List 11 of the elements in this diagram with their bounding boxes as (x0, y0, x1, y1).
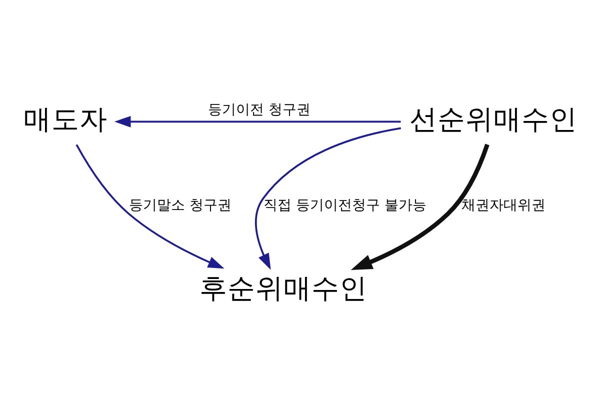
edge-label: 채권자대위권 (462, 197, 546, 214)
node-text: 후순위매수인 (199, 270, 368, 304)
arrow (350, 143, 490, 270)
edge-label: 등기이전 청구권 (208, 101, 310, 118)
node-text: 선순위매수인 (409, 102, 578, 136)
arrow (114, 115, 401, 127)
edge-label: 등기말소 청구권 (128, 197, 232, 214)
node-text: 매도자 (24, 102, 108, 136)
arrow (76, 144, 224, 268)
arrow (255, 126, 402, 270)
edge-label: 직접 등기이전청구 불가능 (264, 197, 426, 214)
